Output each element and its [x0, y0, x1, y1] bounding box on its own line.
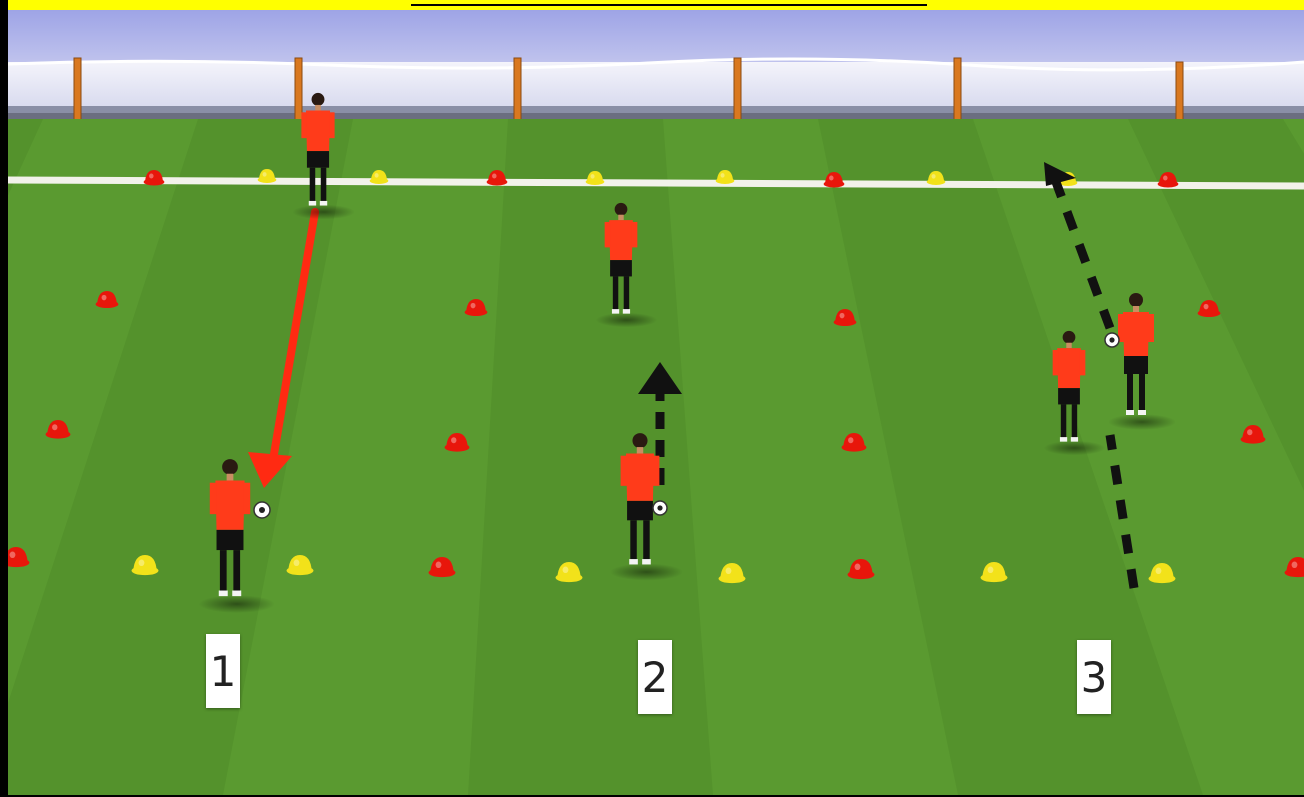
- station-number: 3: [1081, 653, 1108, 702]
- station-number: 1: [210, 647, 237, 696]
- title-underline: [411, 4, 927, 6]
- soccer-field: 1 2 3: [8, 10, 1304, 795]
- ball: [1105, 333, 1119, 347]
- title-bar: [8, 0, 1304, 10]
- station-label-2: 2: [638, 640, 672, 714]
- station-label-3: 3: [1077, 640, 1111, 714]
- station-number: 2: [642, 653, 669, 702]
- ball: [653, 501, 667, 515]
- station-label-1: 1: [206, 634, 240, 708]
- ball: [254, 502, 270, 518]
